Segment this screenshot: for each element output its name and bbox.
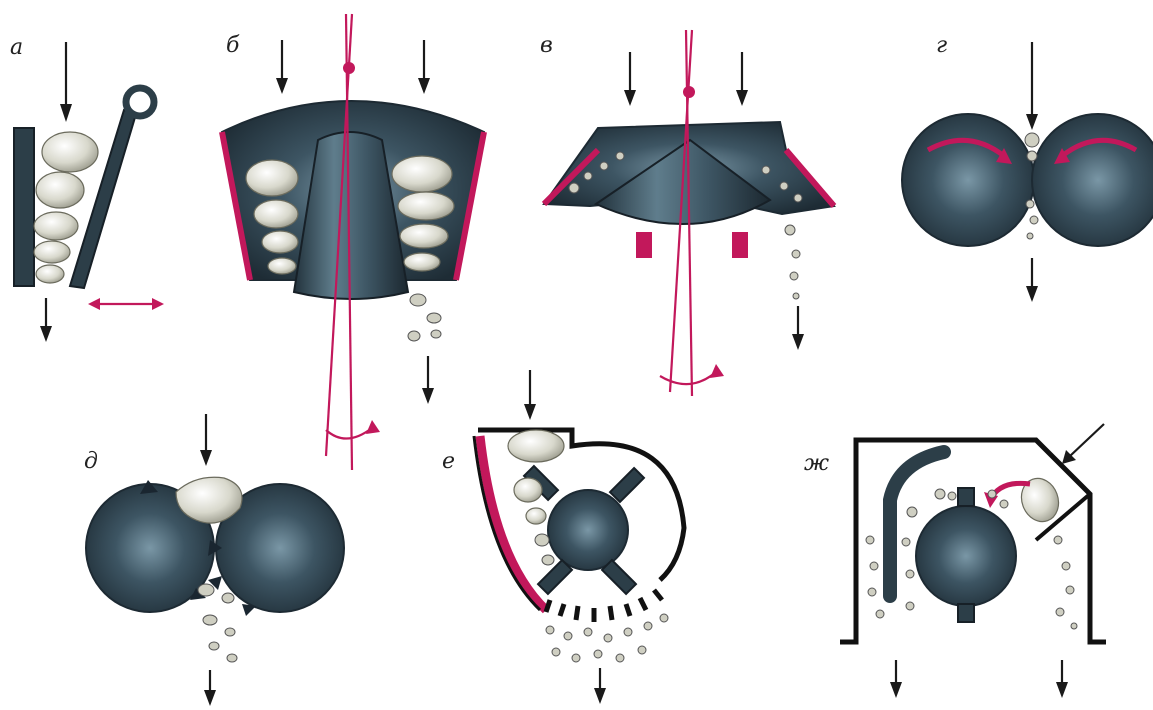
discharge-arrow (40, 298, 52, 342)
support-right (732, 232, 748, 258)
panel-a-jaw-crusher: а (10, 35, 164, 342)
panel-label-e: е (442, 449, 455, 474)
rotor (916, 506, 1016, 606)
product-particles (198, 584, 237, 662)
product-particles (546, 614, 668, 662)
panel-e-impact-crusher: е (442, 370, 684, 704)
discharge-arrow (1026, 258, 1038, 302)
panel-label-g: г (936, 33, 947, 58)
discharge-arrow (792, 306, 804, 350)
hammer-top (958, 488, 974, 506)
feed-arrow-left (276, 40, 288, 94)
discharge-arrow-left (890, 660, 902, 698)
panel-v-cone-crusher: в (540, 30, 834, 396)
rotor (548, 490, 628, 570)
discharge-arrow (594, 668, 606, 704)
panel-label-zh: ж (804, 451, 829, 476)
feed-arrow (524, 370, 536, 420)
panel-d-toothed-roll-crusher: д (84, 414, 344, 706)
discharge-grate (546, 590, 662, 622)
oscillation-arrow (88, 298, 164, 310)
discharge-arrow (422, 356, 434, 404)
feed-arrow (200, 414, 212, 466)
discharge-arrow (204, 670, 216, 706)
support-left (636, 232, 652, 258)
fixed-jaw (14, 128, 34, 286)
feed-arrow-right (418, 40, 430, 94)
roll-left (902, 114, 1034, 246)
feed-arrow-left (624, 52, 636, 106)
product-particles (785, 225, 800, 299)
panel-label-v: в (540, 33, 553, 58)
product-particles (408, 294, 441, 341)
panel-g-roll-crusher: г (902, 33, 1153, 302)
roll-right (1032, 114, 1153, 246)
feed-arrow (60, 42, 72, 122)
feed-arrow (1062, 424, 1104, 464)
panel-zh-hammer-crusher: ж (804, 424, 1106, 698)
hammer-bottom (958, 604, 974, 622)
discharge-arrow-right (1056, 660, 1068, 698)
feed-arrow-right (736, 52, 748, 106)
panel-label-b: б (226, 33, 240, 58)
feed-stone (508, 430, 564, 462)
panel-label-d: д (84, 449, 98, 474)
panel-b-gyratory-crusher: б (222, 14, 484, 470)
jaw-pivot (126, 88, 154, 116)
panel-label-a: а (10, 35, 23, 60)
feed-arrow (1026, 42, 1038, 130)
